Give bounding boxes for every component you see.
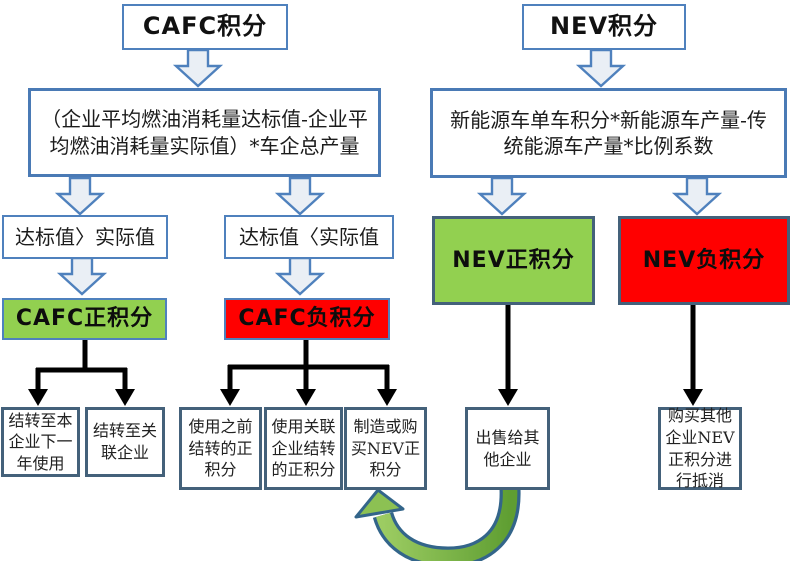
cafc-credit-title-box: CAFC积分 [122,4,288,50]
nev-formula-box: 新能源车单车积分*新能源车产量-传统能源车产量*比例系数 [430,88,787,178]
block-arrow-down-icon [478,176,526,216]
condition-target-gt-actual-box: 达标值〉实际值 [2,215,168,259]
cafc-credit-title: CAFC积分 [142,12,268,41]
arrowhead-icon [377,389,397,406]
condition-gt-text: 达标值〉实际值 [15,224,155,249]
nev-negative-credit-box: NEV负积分 [618,216,790,305]
carry-over-next-year-text: 结转至本企业下一年使用 [8,410,73,473]
buy-nev-credits-offset-box: 购买其他企业NEV正积分进行抵消 [658,406,742,491]
arrowhead-icon [28,389,48,406]
use-prior-credits-box: 使用之前结转的正积分 [179,407,262,490]
cafc-neg-branch-lines [227,340,390,392]
block-arrow-down-icon [58,256,106,296]
cafc-formula-box: （企业平均燃油消耗量达标值-企业平均燃油消耗量实际值）*车企总产量 [28,88,381,177]
ribbon-curved-arrow-icon [354,488,521,561]
nev-credit-title: NEV积分 [549,12,659,41]
buy-nev-credits-offset-text: 购买其他企业NEV正积分进行抵消 [665,406,735,491]
cafc-positive-credit-box: CAFC正积分 [2,298,167,340]
make-or-buy-nev-credits-text: 制造或购买NEV正积分 [350,417,421,480]
block-arrow-down-icon [276,256,324,296]
block-arrow-down-icon [276,176,324,216]
arrowhead-icon [220,389,240,406]
make-or-buy-nev-credits-box: 制造或购买NEV正积分 [344,407,427,490]
arrowhead-icon [498,389,518,406]
use-affiliate-credits-box: 使用关联企业结转的正积分 [264,407,343,490]
sell-to-other-companies-text: 出售给其他企业 [475,427,540,469]
block-arrow-down-icon [56,176,104,216]
carry-over-next-year-box: 结转至本企业下一年使用 [1,407,80,477]
transfer-to-affiliate-text: 结转至关联企业 [92,421,157,462]
sell-to-other-companies-box: 出售给其他企业 [465,407,550,490]
use-prior-credits-text: 使用之前结转的正积分 [188,417,253,480]
cafc-pos-branch-lines [35,340,128,392]
cafc-positive-credit-text: CAFC正积分 [15,306,154,332]
cafc-negative-credit-box: CAFC负积分 [224,298,390,340]
arrowhead-icon [115,389,135,406]
cafc-negative-credit-text: CAFC负积分 [238,306,376,332]
condition-lt-text: 达标值〈实际值 [239,224,379,249]
transfer-to-affiliate-box: 结转至关联企业 [85,407,165,477]
block-arrow-down-icon [577,48,625,88]
nev-negative-credit-text: NEV负积分 [642,247,766,273]
condition-target-lt-actual-box: 达标值〈实际值 [224,215,394,259]
use-affiliate-credits-text: 使用关联企业结转的正积分 [271,417,336,480]
cafc-formula-text: （企业平均燃油消耗量达标值-企业平均燃油消耗量实际值）*车企总产量 [41,107,368,158]
block-arrow-down-icon [174,48,222,88]
nev-formula-text: 新能源车单车积分*新能源车产量-传统能源车产量*比例系数 [450,107,767,158]
nev-positive-credit-box: NEV正积分 [432,216,595,305]
block-arrow-down-icon [673,176,721,216]
nev-positive-credit-text: NEV正积分 [452,247,575,273]
nev-credit-title-box: NEV积分 [522,4,686,50]
nev-connector-lines [505,305,696,392]
arrowhead-icon [683,389,703,406]
arrowhead-icon [296,389,316,406]
